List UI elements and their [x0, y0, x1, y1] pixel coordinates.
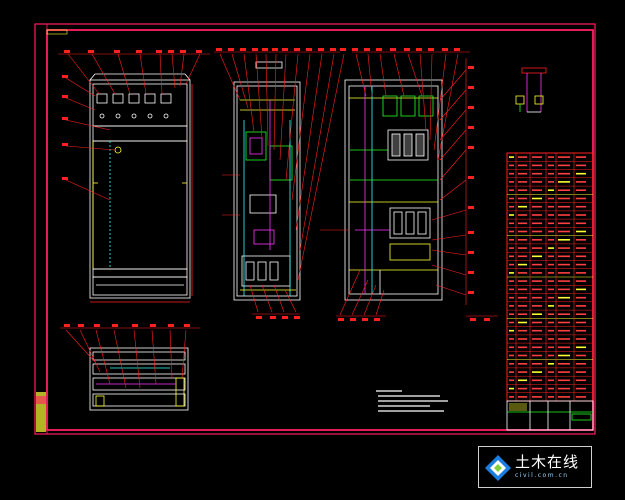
watermark-badge: 土木在线 civil.com.cn: [478, 446, 592, 488]
notes-block: [376, 390, 448, 412]
parts-list-table: [506, 152, 594, 402]
side-callouts: [214, 51, 345, 315]
diamond-logo-icon: [485, 455, 511, 481]
mini-schematic: [515, 67, 547, 113]
internal-layout-view: [344, 79, 443, 301]
side-section-view: [233, 61, 301, 301]
top-plan-view: [89, 347, 189, 411]
watermark-title: 土木在线: [515, 453, 580, 471]
watermark-subtitle: civil.com.cn: [515, 472, 569, 479]
front-callouts: [58, 53, 210, 201]
front-elevation-view: [89, 73, 193, 303]
plan-callouts: [60, 327, 200, 389]
meter-row: [96, 93, 172, 119]
internal-callouts: [320, 51, 498, 317]
title-block: [506, 400, 594, 431]
callout-label-marks: [62, 48, 490, 327]
